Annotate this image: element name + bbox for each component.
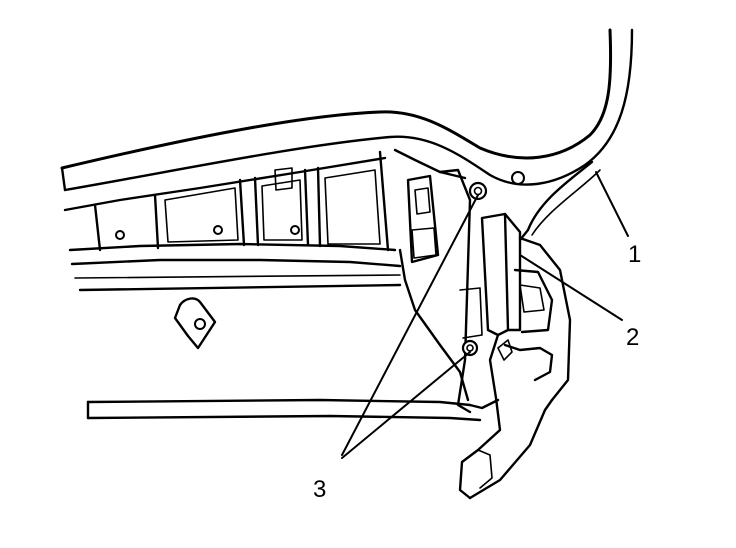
callout-label-1: 1: [628, 241, 641, 268]
upper-panel-outline: [60, 28, 634, 242]
inner-frame-structure: [63, 148, 483, 422]
latch-assembly: [458, 212, 572, 500]
callout-label-2: 2: [626, 324, 639, 351]
leader-lines: [341, 171, 629, 459]
fastener-upper: [468, 181, 488, 201]
callout-label-3: 3: [313, 476, 326, 503]
panel-hole: [511, 171, 525, 185]
